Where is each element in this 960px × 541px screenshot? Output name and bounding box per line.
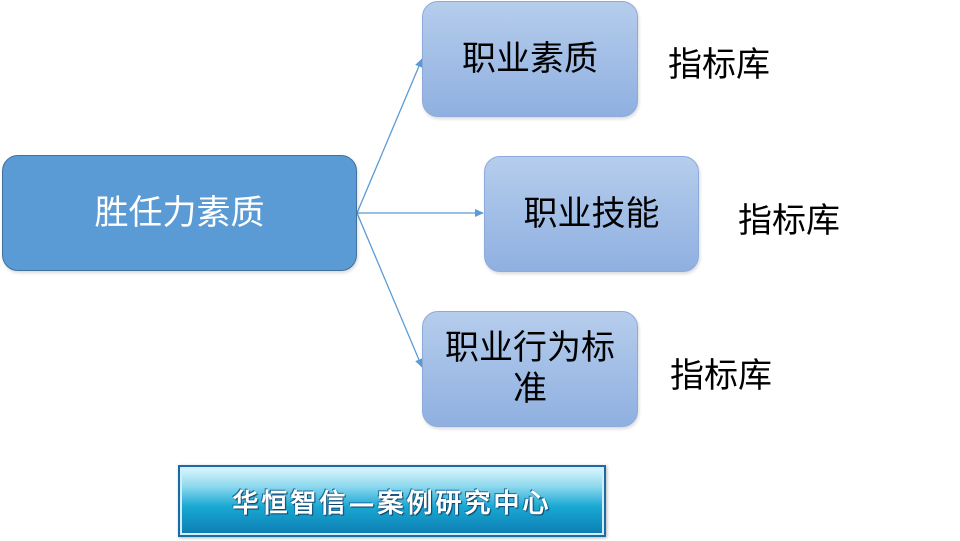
child-node-1: 职业素质 <box>422 1 638 117</box>
root-node: 胜任力素质 <box>2 155 357 271</box>
side-label-2: 指标库 <box>738 201 840 241</box>
side-label-1: 指标库 <box>668 45 770 85</box>
child-node-3-label: 职业行为标准 <box>445 328 615 409</box>
footer-banner: 华恒智信—案例研究中心 <box>178 465 606 537</box>
connector-to-child-1 <box>356 58 423 214</box>
child-node-2-label: 职业技能 <box>523 193 660 234</box>
connector-to-child-3 <box>356 212 423 368</box>
side-label-3: 指标库 <box>670 356 772 396</box>
child-node-1-label: 职业素质 <box>462 38 598 79</box>
child-node-2: 职业技能 <box>484 156 699 272</box>
root-node-label: 胜任力素质 <box>94 192 265 233</box>
child-node-3: 职业行为标准 <box>422 311 638 427</box>
footer-banner-text: 华恒智信—案例研究中心 <box>232 488 552 519</box>
